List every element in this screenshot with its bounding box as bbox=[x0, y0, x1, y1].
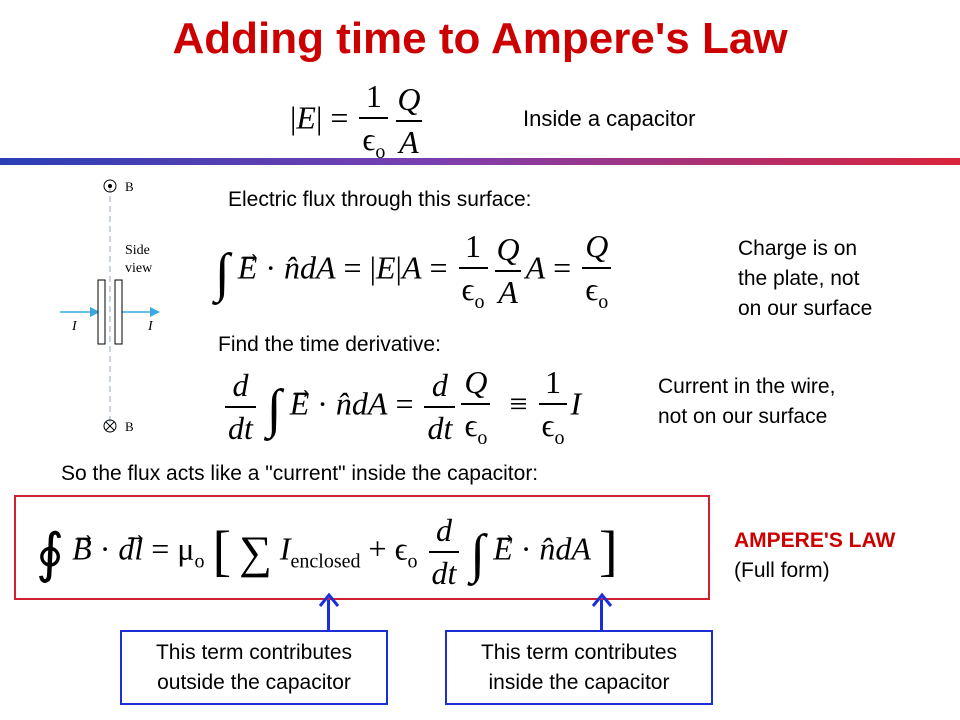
right-arrow-up-icon bbox=[591, 592, 613, 607]
outside-term-note: This term contributes outside the capaci… bbox=[120, 630, 388, 705]
current-note: Current in the wire, not on our surface bbox=[658, 375, 836, 428]
left-arrow-line bbox=[327, 600, 330, 632]
flux-label: Electric flux through this surface: bbox=[228, 188, 532, 211]
current-label-right: I bbox=[147, 319, 154, 334]
b-out-of-page-icon bbox=[103, 179, 117, 193]
capacitor-diagram: B B Side view I I bbox=[60, 179, 160, 434]
ampere-law-box bbox=[14, 495, 710, 600]
ampere-law-subtitle: (Full form) bbox=[734, 559, 830, 582]
derivative-label: Find the time derivative: bbox=[218, 333, 441, 356]
left-arrow-up-icon bbox=[318, 592, 340, 607]
page-title: Adding time to Ampere's Law bbox=[172, 14, 788, 63]
flux-current-label: So the flux acts like a "current" inside… bbox=[61, 462, 539, 485]
current-label-left: I bbox=[71, 319, 78, 334]
right-arrow-line bbox=[600, 600, 603, 632]
b-label-bottom: B bbox=[125, 419, 134, 434]
view-label: view bbox=[125, 261, 153, 276]
side-label: Side bbox=[125, 243, 150, 258]
charge-note: Charge is on the plate, not on our surfa… bbox=[738, 237, 873, 320]
ampere-law-title: AMPERE'S LAW bbox=[734, 529, 896, 552]
b-into-page-icon bbox=[103, 419, 117, 433]
title-divider bbox=[0, 158, 960, 165]
b-label-top: B bbox=[125, 179, 134, 194]
inside-term-note: This term contributes inside the capacit… bbox=[445, 630, 713, 705]
inside-capacitor-label: Inside a capacitor bbox=[523, 106, 696, 131]
